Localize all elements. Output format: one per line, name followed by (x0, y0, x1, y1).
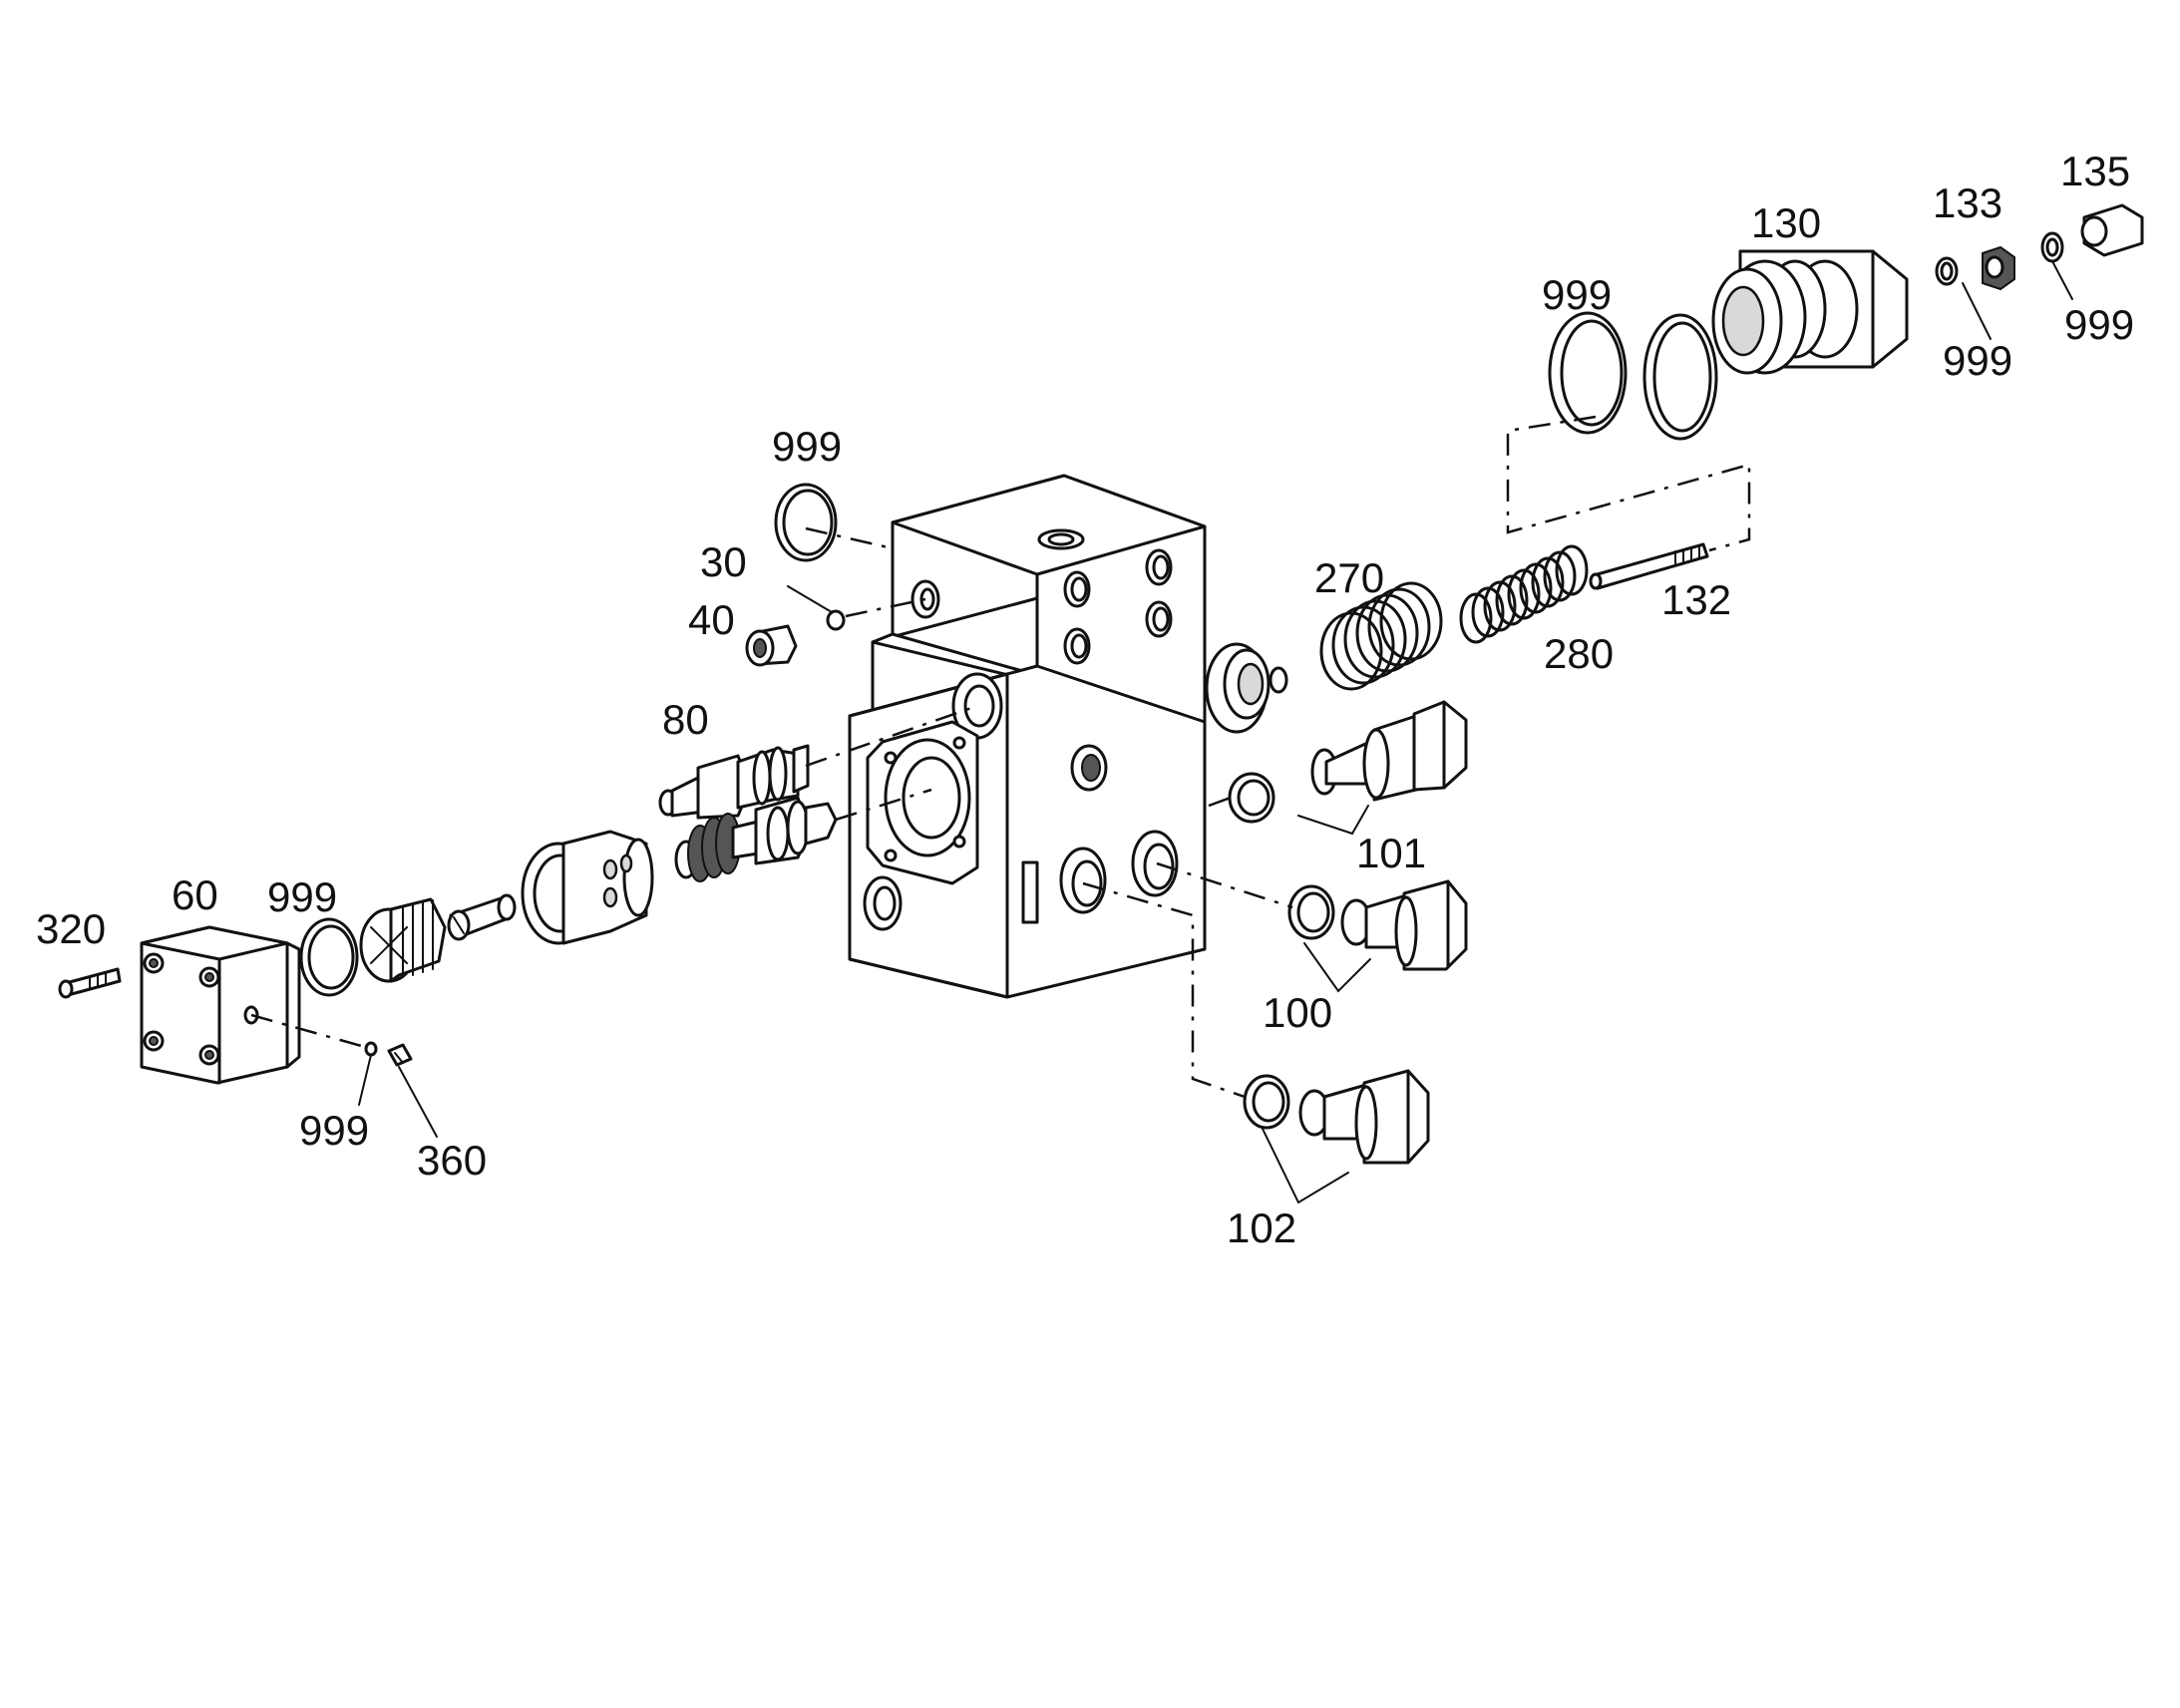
leader-bracket-top (1506, 415, 1751, 552)
o-ring-999-top (1642, 313, 1718, 441)
cartridge-80 (658, 744, 810, 820)
callout-999-bottom: 999 (299, 1107, 369, 1154)
callout-102: 102 (1227, 1204, 1296, 1251)
o-ring-102 (1243, 1074, 1290, 1130)
leader-lines (250, 526, 1371, 1204)
callout-132: 132 (1661, 576, 1731, 623)
block-top-face (891, 474, 1207, 576)
valve-101 (1310, 700, 1468, 802)
o-ring-999-133 (1935, 256, 1959, 286)
callout-133: 133 (1933, 179, 2002, 226)
callout-999-top: 999 (1542, 271, 1612, 318)
callout-999-block: 999 (772, 423, 842, 470)
o-ring-999-135 (2040, 231, 2064, 263)
label-leaders (358, 260, 2073, 1138)
plug-40 (745, 624, 798, 667)
callout-320: 320 (36, 905, 106, 952)
cover-60 (140, 925, 301, 1085)
callout-labels: 135 133 130 999 999 999 999 30 40 270 13… (36, 148, 2134, 1251)
o-ring-999-bottom (364, 1041, 378, 1057)
seat-ring (1205, 642, 1288, 734)
callout-30: 30 (700, 538, 747, 585)
callout-280: 280 (1544, 630, 1614, 677)
o-ring-999-60 (299, 917, 359, 997)
valve-block (848, 474, 1207, 999)
nut-133 (1982, 245, 2015, 291)
callout-999-133: 999 (1943, 337, 2012, 384)
o-ring-999-block (774, 483, 838, 562)
ball-30 (826, 609, 846, 631)
spool (674, 796, 838, 882)
callout-999-60: 999 (267, 873, 337, 920)
sleeve (521, 830, 654, 945)
callout-80: 80 (662, 696, 709, 743)
plug-100 (1340, 879, 1468, 971)
filter (359, 897, 447, 983)
callout-360: 360 (417, 1137, 487, 1184)
piston (447, 893, 517, 941)
callout-130: 130 (1751, 199, 1821, 246)
pin-132 (1589, 542, 1709, 590)
spring-270 (1319, 581, 1443, 691)
o-ring-100 (1287, 884, 1335, 940)
screw-360 (387, 1043, 413, 1067)
snap-ring-999-top (1548, 311, 1628, 435)
screw-320 (58, 967, 122, 999)
cap-nut-135 (2080, 203, 2144, 257)
callout-100: 100 (1263, 989, 1332, 1036)
plug-102 (1298, 1069, 1430, 1165)
callout-101: 101 (1356, 830, 1426, 876)
callout-999-135: 999 (2064, 301, 2134, 348)
callout-60: 60 (172, 871, 218, 918)
o-ring-101 (1228, 772, 1275, 824)
callout-270: 270 (1314, 554, 1384, 601)
callout-135: 135 (2060, 148, 2130, 194)
spring-280 (1459, 544, 1589, 644)
callout-40: 40 (688, 596, 735, 643)
block-right-face (1005, 664, 1207, 999)
end-cap-130 (1711, 249, 1909, 375)
